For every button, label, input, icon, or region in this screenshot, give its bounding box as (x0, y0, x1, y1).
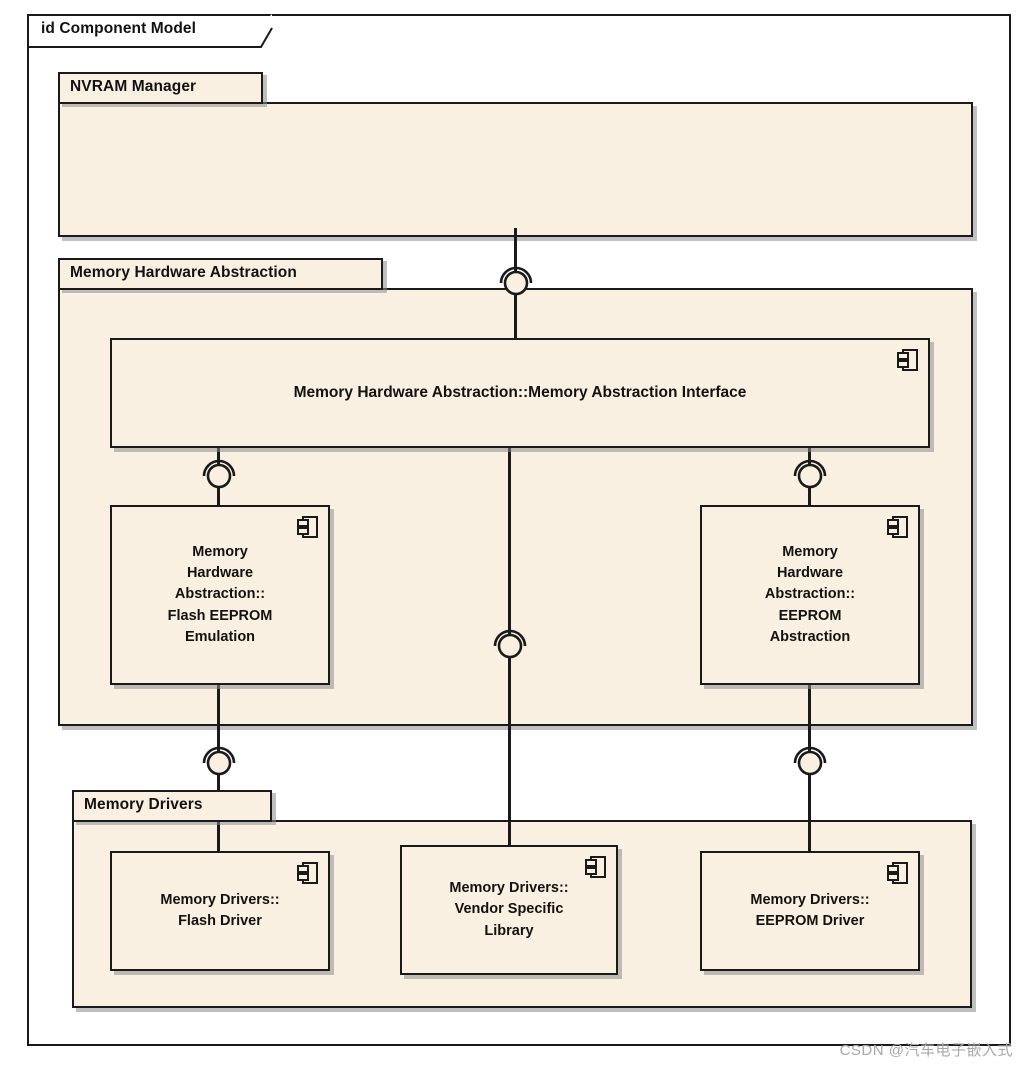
component-icon (887, 515, 909, 539)
diagram-frame (27, 14, 1011, 1046)
package-label-memory-drivers: Memory Drivers (84, 796, 203, 813)
package-tab-memory-hardware-abstraction: Memory Hardware Abstraction (58, 258, 383, 290)
component-vendor-specific-library[interactable]: Memory Drivers:: Vendor Specific Library (400, 845, 618, 975)
assembly-connector-nvram-to-interface[interactable] (496, 262, 536, 302)
component-eeprom-abstraction[interactable]: Memory Hardware Abstraction:: EEPROM Abs… (700, 505, 920, 685)
component-flash-driver[interactable]: Memory Drivers:: Flash Driver (110, 851, 330, 971)
component-memory-abstraction-interface[interactable]: Memory Hardware Abstraction::Memory Abst… (110, 338, 930, 448)
component-icon (585, 855, 607, 879)
diagram-frame-tab-body (27, 14, 241, 48)
package-label-nvram-manager: NVRAM Manager (70, 78, 197, 95)
component-label: Memory Drivers:: Vendor Specific Library (449, 880, 569, 939)
assembly-connector-interface-to-eeprom-abstraction[interactable] (790, 455, 830, 495)
package-label-memory-hardware-abstraction: Memory Hardware Abstraction (70, 264, 297, 281)
component-label: Memory Drivers:: EEPROM Driver (750, 891, 870, 929)
diagram-frame-label: id Component Model (41, 20, 197, 37)
assembly-connector-eeprom-abstraction-to-eeprom-driver[interactable] (790, 742, 830, 782)
component-icon (297, 861, 319, 885)
assembly-connector-flash-emulation-to-flash-driver[interactable] (199, 742, 239, 782)
component-label: Memory Hardware Abstraction::Memory Abst… (293, 383, 747, 401)
component-icon (297, 515, 319, 539)
package-tab-memory-drivers: Memory Drivers (72, 790, 272, 822)
component-label: Memory Hardware Abstraction:: Flash EEPR… (167, 544, 273, 645)
component-flash-eeprom-emulation[interactable]: Memory Hardware Abstraction:: Flash EEPR… (110, 505, 330, 685)
assembly-connector-interface-to-flash-emulation[interactable] (199, 455, 239, 495)
diagram-frame-tab-corner (239, 14, 273, 48)
package-body-nvram-manager (58, 102, 973, 237)
component-eeprom-driver[interactable]: Memory Drivers:: EEPROM Driver (700, 851, 920, 971)
package-nvram-manager[interactable]: NVRAM Manager (58, 72, 973, 237)
component-label: Memory Hardware Abstraction:: EEPROM Abs… (764, 544, 856, 645)
component-label: Memory Drivers:: Flash Driver (160, 891, 280, 929)
package-tab-nvram-manager: NVRAM Manager (58, 72, 263, 104)
watermark: CSDN @汽车电子嵌入式 (839, 1042, 1013, 1059)
component-icon (897, 348, 919, 372)
component-icon (887, 861, 909, 885)
assembly-connector-interface-to-vendor-library[interactable] (490, 625, 530, 665)
